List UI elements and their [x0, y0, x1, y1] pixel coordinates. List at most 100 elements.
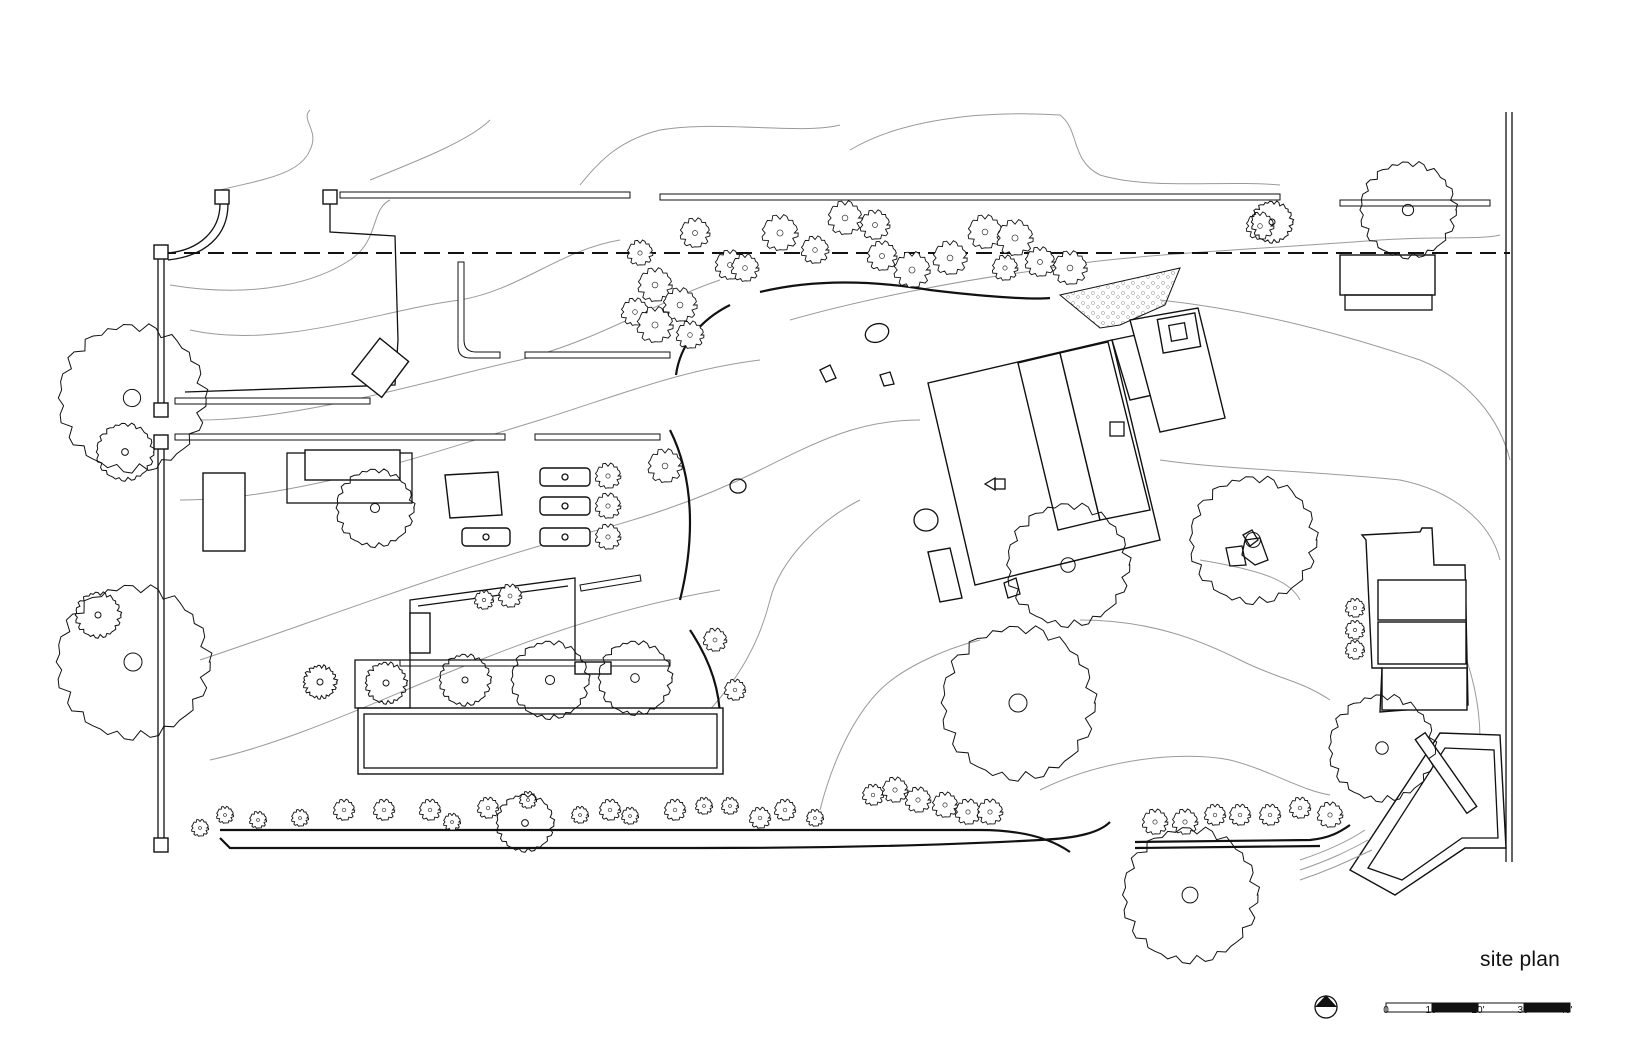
shrub-center	[427, 807, 433, 813]
shrub	[599, 798, 622, 821]
shed	[1339, 254, 1436, 311]
shrub-center	[1353, 648, 1357, 652]
shrub-center	[892, 787, 898, 793]
shrub	[333, 798, 356, 821]
shrub-center	[1066, 264, 1074, 272]
shrub	[1141, 808, 1169, 835]
outbuilding	[1360, 527, 1469, 713]
shrub	[730, 253, 760, 282]
shrub-center	[1267, 812, 1273, 818]
shrub-center	[728, 804, 732, 808]
stairs	[350, 337, 410, 399]
shrub	[749, 806, 772, 829]
shrub-center	[702, 804, 706, 808]
gravel-patch	[1058, 267, 1181, 329]
shrub	[702, 627, 728, 652]
shrub-center	[256, 818, 260, 822]
drawing-title: site plan	[1480, 948, 1561, 971]
shrub	[1345, 639, 1366, 660]
shrub-center	[1257, 223, 1263, 229]
tree-canopy	[57, 323, 209, 474]
scale-label-0: 0	[1383, 1005, 1389, 1016]
contour-lines	[169, 109, 1511, 811]
scale-label-10: 10'	[1425, 1005, 1439, 1016]
tree-canopy	[597, 640, 674, 717]
garden-paths	[184, 204, 1351, 853]
tree-canopy	[1328, 693, 1438, 803]
shrub	[519, 790, 538, 809]
tree-trunk	[316, 678, 324, 686]
shrub-center	[981, 228, 989, 236]
shrub	[1316, 801, 1344, 828]
tree-canopy	[74, 591, 123, 639]
shrub-center	[507, 593, 513, 599]
shrub	[932, 240, 968, 276]
shrub-center	[841, 214, 849, 222]
shrub	[675, 320, 705, 349]
shrub-center	[712, 637, 718, 643]
shrub	[761, 214, 799, 252]
scale-bar	[1385, 1002, 1571, 1013]
shrub	[991, 254, 1019, 281]
shrub	[1259, 803, 1282, 826]
shrub	[866, 240, 898, 271]
shrub	[996, 219, 1034, 257]
shrub-center	[1353, 628, 1357, 632]
tree-trunk	[369, 502, 381, 514]
pond	[1299, 731, 1507, 896]
shrub	[967, 214, 1003, 250]
shrub	[679, 217, 711, 248]
shrub	[1345, 597, 1366, 618]
shrub-center	[1353, 606, 1357, 610]
tree-trunk	[382, 679, 390, 687]
shrub-center	[526, 798, 530, 802]
shrub-center	[915, 797, 921, 803]
shrub-center	[987, 809, 993, 815]
shrub-center	[908, 266, 916, 274]
tree-canopy	[495, 793, 556, 853]
shrub	[647, 448, 683, 484]
shrub	[636, 306, 674, 344]
shrub-center	[1237, 812, 1243, 818]
shrub	[571, 805, 590, 824]
shrub-center	[732, 687, 738, 693]
tree-trunk	[123, 652, 143, 672]
tree-trunk	[1181, 886, 1199, 904]
tree-trunk	[1008, 693, 1028, 713]
shrub-center	[776, 229, 784, 237]
tree-canopy	[1359, 160, 1459, 260]
shrub-center	[782, 807, 788, 813]
shrub	[800, 235, 830, 264]
shrub-center	[651, 321, 659, 329]
tree-canopy	[364, 661, 409, 705]
shrub	[931, 791, 959, 818]
shrub	[477, 796, 500, 819]
shrub	[662, 287, 698, 323]
shrub-center	[485, 805, 491, 811]
shrub-center	[870, 792, 876, 798]
shrub	[893, 251, 931, 289]
tree-trunk	[121, 448, 129, 456]
tree-trunk	[94, 611, 102, 619]
tree-trunk	[630, 673, 640, 683]
shrub	[1204, 803, 1227, 826]
shrub	[474, 589, 495, 610]
shrub	[594, 462, 622, 489]
scale-label-30: 30'	[1517, 1005, 1531, 1016]
shrub	[862, 783, 885, 806]
shrub	[621, 806, 640, 825]
shrub	[291, 808, 310, 827]
shrub	[497, 583, 523, 608]
shrub-center	[687, 332, 693, 338]
shrub-center	[872, 222, 878, 228]
shrub-center	[676, 301, 684, 309]
tree-canopy	[95, 422, 156, 482]
shrub	[249, 810, 268, 829]
shrub	[419, 798, 442, 821]
shrub	[881, 776, 909, 803]
garden-beds	[202, 449, 591, 552]
tree-canopy	[302, 664, 339, 700]
shrub-center	[632, 309, 638, 315]
